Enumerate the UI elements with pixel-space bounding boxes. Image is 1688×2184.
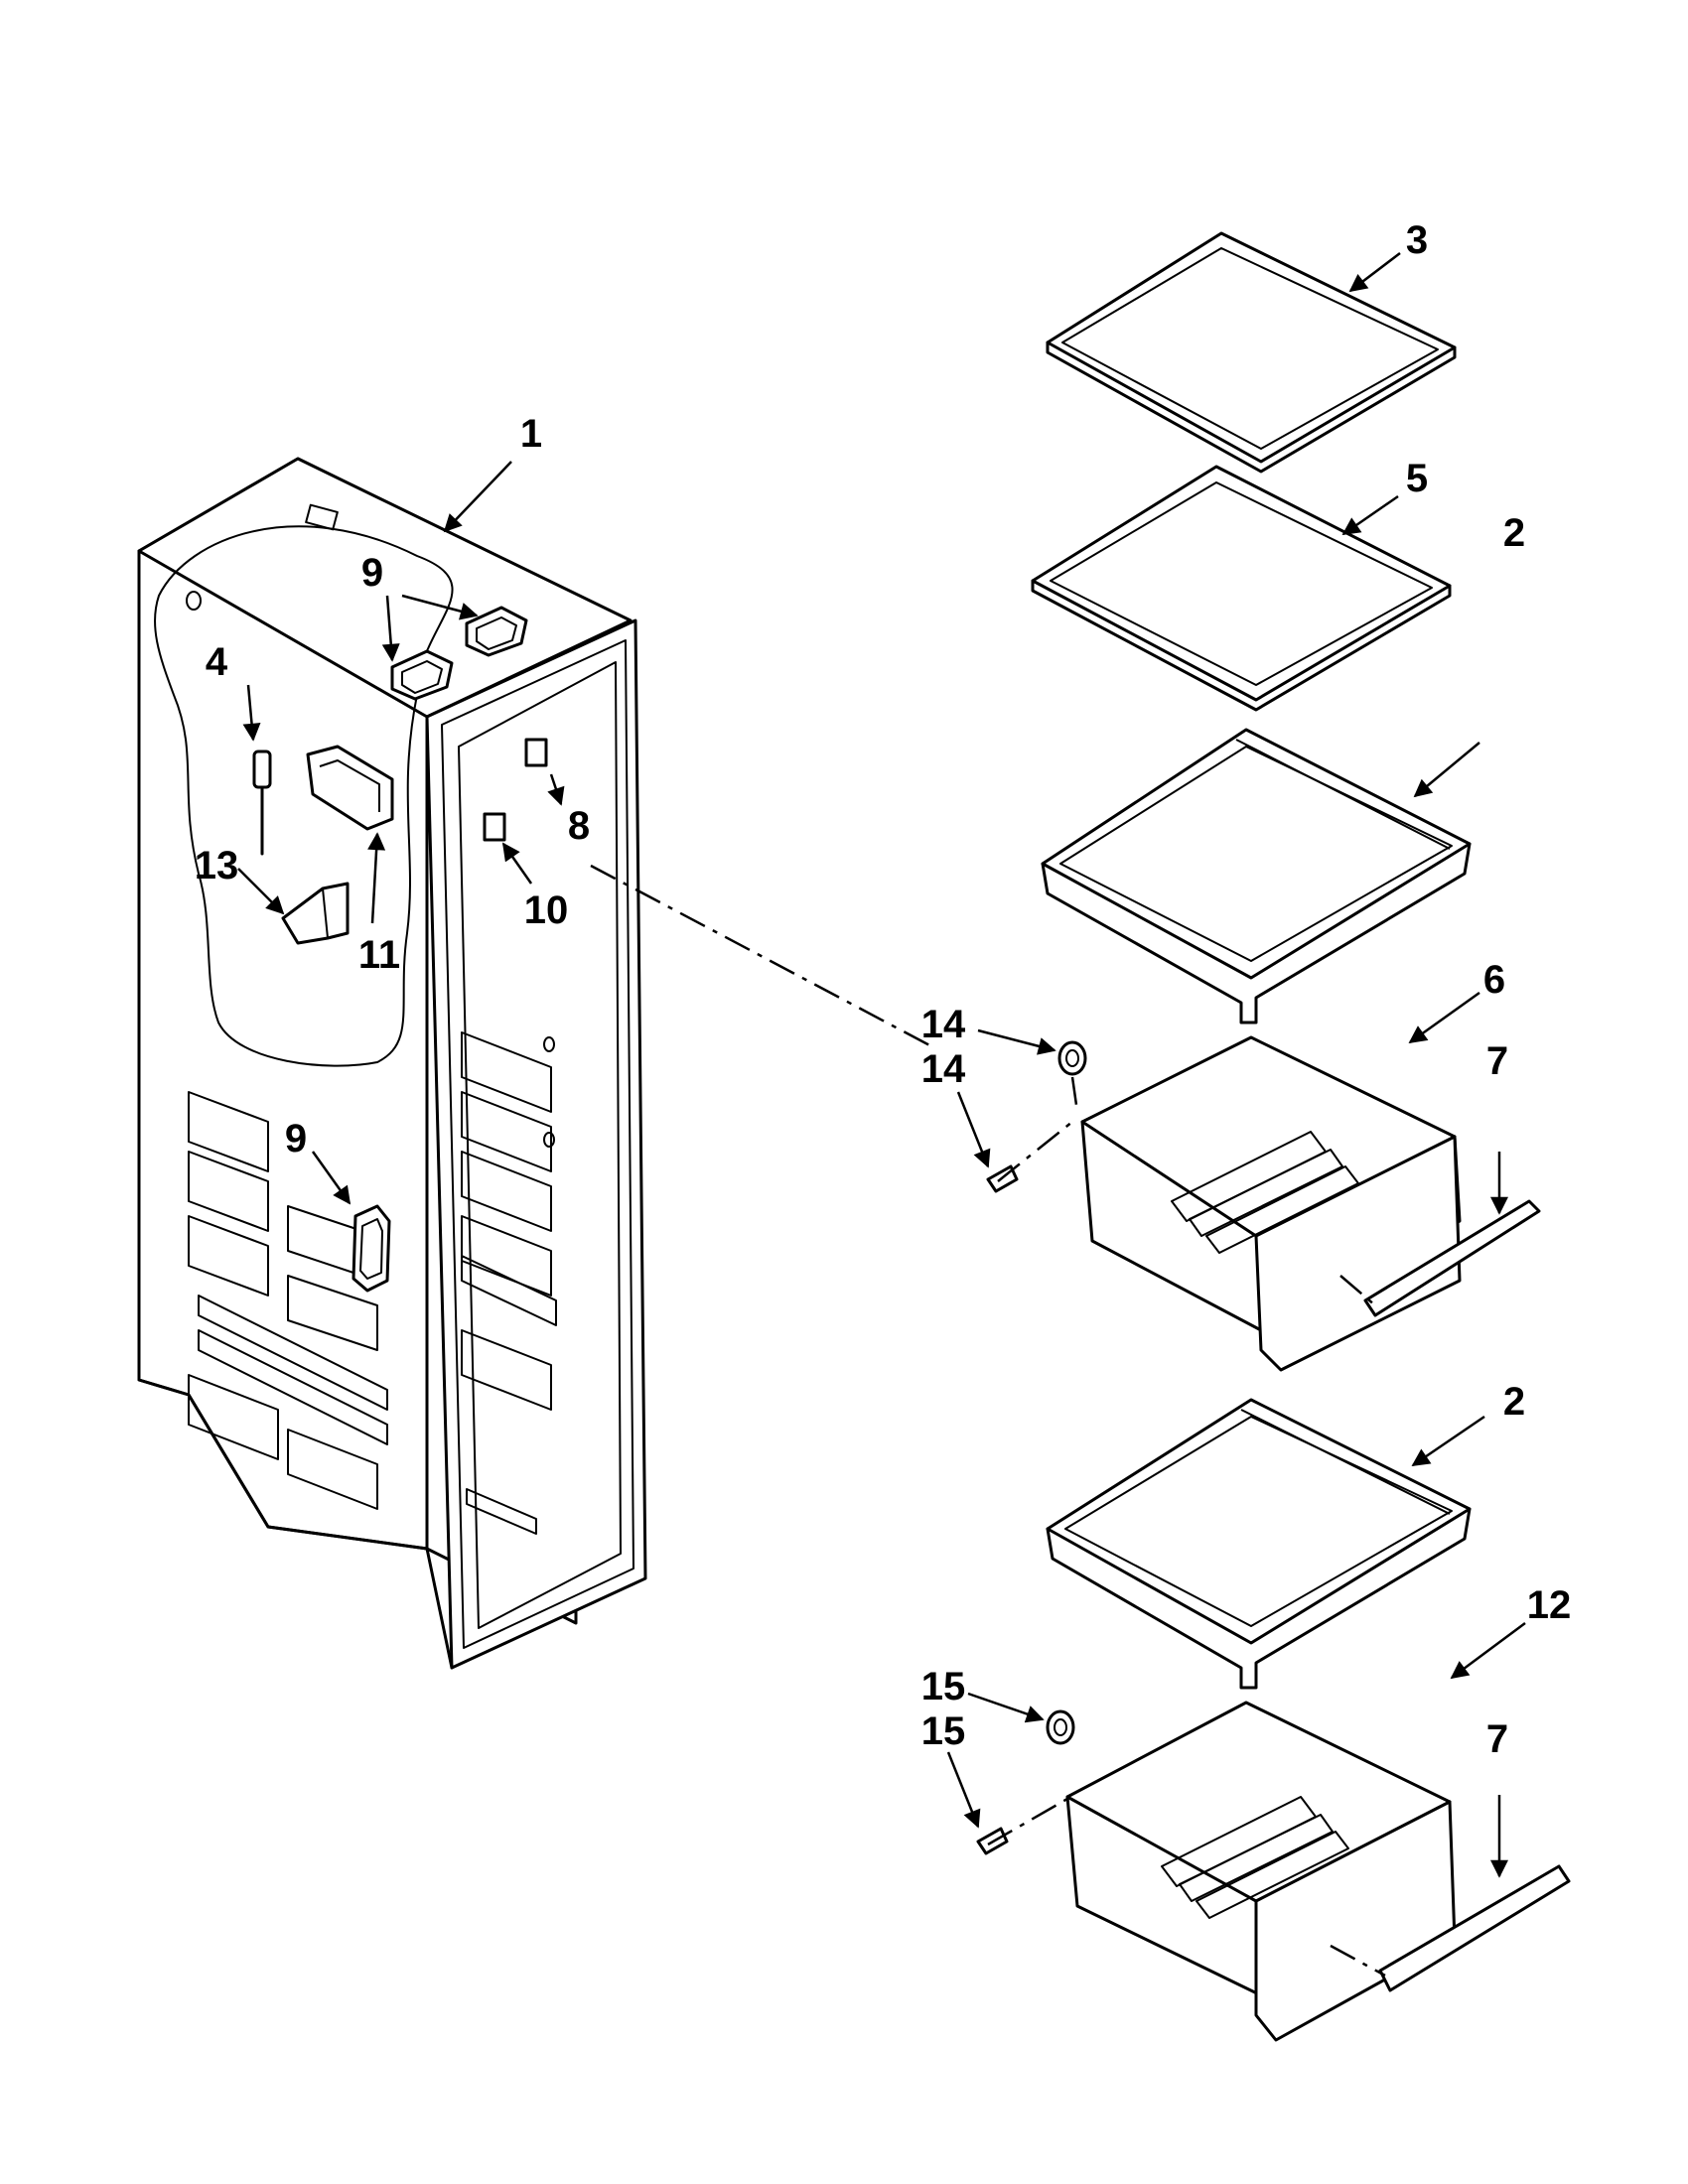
- assembly-line-slide-lower: [1330, 1944, 1386, 1978]
- callout-7-lower: 7: [1486, 1717, 1508, 1761]
- callout-14-upper: 14: [921, 1003, 966, 1046]
- lamp-socket-top-1: [465, 606, 528, 657]
- shelf-frame-2-lower: [1046, 1398, 1472, 1690]
- callout-15-upper: 14: [921, 1047, 966, 1091]
- crisper-drawer-12: [1065, 1701, 1457, 2042]
- shelf-frame-2-upper: [1041, 728, 1472, 1024]
- assembly-line-screw-upper: [997, 1121, 1073, 1182]
- shelf-bracket-upper: [524, 738, 548, 767]
- glass-shelf-5: [1031, 465, 1452, 712]
- crisper-drawer-6: [1080, 1035, 1462, 1372]
- lamp-socket-lower: [352, 1204, 391, 1293]
- shelf-bracket-lower: [483, 812, 506, 842]
- callout-12: 12: [1527, 1583, 1572, 1627]
- drawer-slide-7-upper: [1363, 1199, 1541, 1317]
- callout-9-top: 9: [361, 551, 383, 595]
- assembly-line-slide-upper: [1339, 1275, 1376, 1306]
- callout-2-lower: 2: [1503, 1380, 1525, 1424]
- callout-11: 11: [358, 933, 400, 977]
- callout-14-lower: 15: [921, 1665, 966, 1708]
- assembly-line-screw-lower: [987, 1797, 1068, 1846]
- callout-2-upper: 2: [1503, 511, 1525, 555]
- callout-6: 6: [1483, 958, 1505, 1002]
- assembly-line-roller-upper: [1070, 1076, 1079, 1113]
- callout-13: 13: [195, 844, 239, 887]
- callout-5: 5: [1406, 457, 1428, 500]
- drawer-slide-7-lower: [1378, 1864, 1571, 1992]
- callout-1: 1: [520, 412, 542, 456]
- drawer-roller-14-lower: [1046, 1709, 1075, 1745]
- assembly-line-shelf-bracket: [590, 864, 934, 1049]
- leader-lines: [237, 252, 1526, 1878]
- evaporator-cover: [281, 882, 350, 945]
- refrigerator-liner: [137, 457, 647, 1670]
- callout-10: 10: [524, 888, 569, 932]
- control-housing: [306, 745, 394, 831]
- glass-shelf-3: [1046, 231, 1457, 474]
- drawer-roller-14-upper: [1057, 1040, 1087, 1076]
- callout-9-lower: 9: [285, 1117, 307, 1160]
- temperature-sensor: [252, 750, 272, 856]
- lamp-socket-top-2: [390, 649, 454, 701]
- callout-8: 8: [568, 804, 590, 848]
- callout-3: 3: [1406, 218, 1428, 262]
- callout-7-upper: 7: [1486, 1039, 1508, 1083]
- callout-4: 4: [206, 640, 228, 684]
- callout-15-lower: 15: [921, 1709, 966, 1753]
